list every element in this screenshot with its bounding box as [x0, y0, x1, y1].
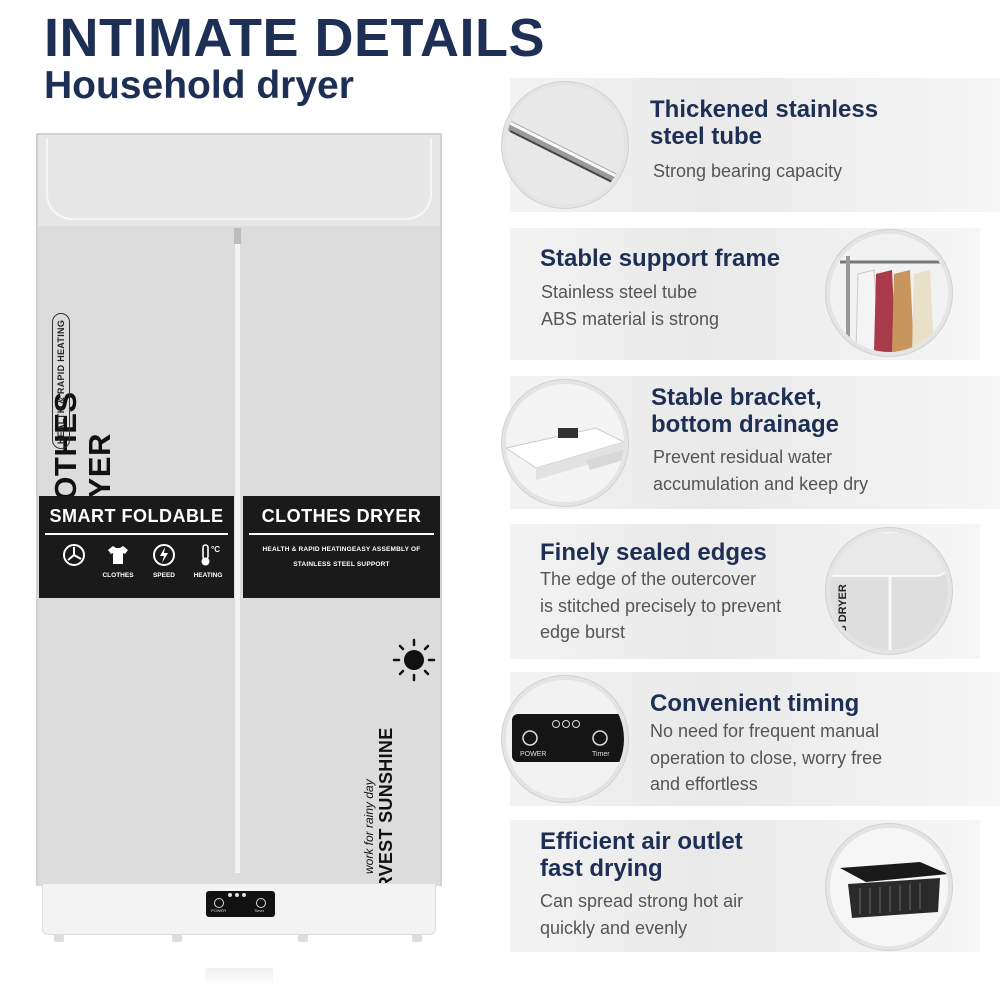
dryer-zipper — [235, 228, 240, 873]
brand-vertical: work for rainy day HARVEST SUNSHINE — [362, 666, 432, 917]
feature-clothes-label: CLOTHES — [102, 572, 134, 579]
dryer-top-flap — [36, 133, 442, 228]
air-outlet-icon — [826, 824, 952, 950]
band-left-title: SMART FOLDABLE — [49, 506, 224, 526]
panel-power-label: POWER — [211, 908, 227, 913]
feature-heating: °C HEATING — [185, 542, 231, 579]
control-panel: POWER Timer — [206, 891, 275, 917]
brand-text: HARVEST SUNSHINE — [376, 727, 396, 917]
svg-text:Timer: Timer — [592, 751, 610, 758]
band-right-line1: HEALTH & RAPID HEATINGEASY ASSEMBLY OF — [262, 546, 421, 553]
band-clothes-dryer: CLOTHES DRYER HEALTH & RAPID HEATINGEASY… — [243, 496, 440, 598]
feature-heating-label: HEATING — [193, 572, 223, 579]
feature-speed-label: SPEED — [152, 572, 176, 579]
feature-clothes: CLOTHES — [95, 542, 141, 579]
timer-button-icon — [256, 898, 266, 908]
sun-icon — [392, 638, 436, 682]
floor-reflection — [205, 968, 273, 986]
card3-title: Stable bracket,bottom drainage — [651, 384, 840, 438]
dryer-image: CLOTHES DRYER HEALTH & RAPID HEATING SMA… — [36, 133, 442, 942]
card4-title: Finely sealed edges — [540, 539, 767, 566]
subtitle-pill — [52, 313, 70, 449]
panel-timer-label: Timer — [254, 908, 265, 913]
svg-text:POWER: POWER — [520, 751, 546, 758]
power-button-icon — [214, 898, 224, 908]
bracket-icon — [502, 380, 628, 506]
vertical-subtitle-text: HEALTH & RAPID HEATING — [56, 319, 66, 445]
steel-tube-icon — [502, 82, 628, 208]
card2-title: Stable support frame — [540, 245, 781, 272]
script-text: work for rainy day — [362, 779, 376, 874]
shirt-icon — [95, 542, 141, 568]
sealed-edge-icon: ES DRYER — [826, 528, 952, 654]
card1-desc: Strong bearing capacity — [653, 161, 843, 181]
control-panel-icon: POWER Timer — [502, 676, 628, 802]
fan-icon — [51, 542, 97, 568]
page-title: INTIMATE DETAILS — [44, 8, 545, 68]
band-right-title: CLOTHES DRYER — [261, 506, 422, 526]
feature-speed: SPEED — [141, 542, 187, 579]
thermometer-icon: °C — [185, 542, 231, 568]
band-smart-foldable: SMART FOLDABLE CLOTHES SPEED — [39, 496, 234, 598]
clothes-rack-icon — [826, 230, 952, 356]
band-right-line2: STAINLESS STEEL SUPPORT — [293, 561, 390, 568]
card5-title: Convenient timing — [650, 690, 860, 717]
svg-text:°C: °C — [211, 545, 220, 554]
feature-fan — [51, 542, 97, 572]
zipper-pull — [234, 228, 241, 244]
page-subtitle: Household dryer — [44, 64, 354, 107]
dryer-base: POWER Timer — [42, 883, 436, 935]
lightning-icon — [141, 542, 187, 568]
